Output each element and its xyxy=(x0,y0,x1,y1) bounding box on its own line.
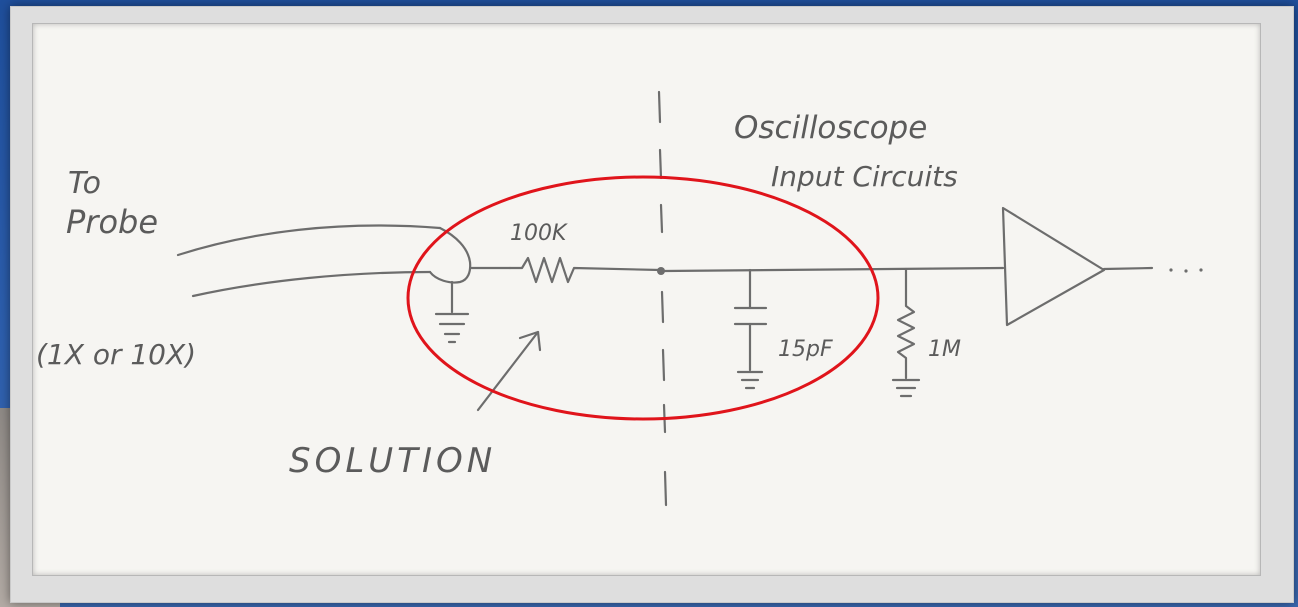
ground-icon xyxy=(434,280,470,344)
resistor-icon xyxy=(508,256,662,284)
solution-highlight-ellipse xyxy=(406,175,880,421)
probe-mode-label: (1X or 10X) xyxy=(36,338,196,371)
capacitor-value-label: 15pF xyxy=(778,337,833,362)
paper-sheet xyxy=(32,23,1261,576)
capacitor-icon xyxy=(733,268,768,390)
amplifier-triangle-icon xyxy=(1001,206,1203,327)
resistor-value-label: 100K xyxy=(510,221,568,246)
boundary-dashed-line xyxy=(657,90,668,507)
signal-line xyxy=(663,266,1005,273)
probe-cable xyxy=(176,224,512,298)
input-resistor-value-label: 1M xyxy=(928,337,961,362)
to-label: To xyxy=(68,166,101,201)
arrow-icon xyxy=(476,330,542,412)
scope-title-line2: Input Circuits xyxy=(771,160,958,193)
junction-dot xyxy=(657,267,665,275)
input-resistor-icon xyxy=(891,267,921,398)
solution-label: SOLUTION xyxy=(289,441,496,481)
probe-label: Probe xyxy=(66,203,158,241)
scope-title-line1: Oscilloscope xyxy=(734,110,927,146)
